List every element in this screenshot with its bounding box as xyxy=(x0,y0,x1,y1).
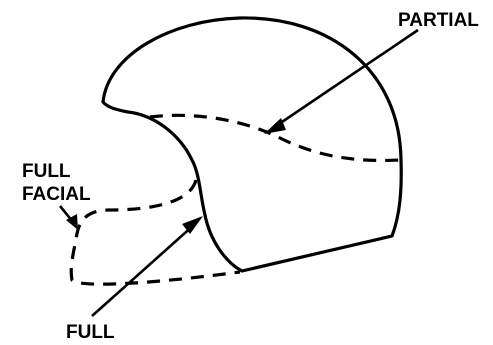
label-partial: PARTIAL xyxy=(398,10,479,31)
arrow-full xyxy=(92,224,195,316)
helmet-shell-outline xyxy=(103,18,401,271)
full-facial-coverage-line xyxy=(71,180,240,284)
label-full-facial-line1: FULL xyxy=(22,161,71,182)
arrow-partial xyxy=(276,30,418,126)
label-full-facial-line2: FACIAL xyxy=(22,184,91,205)
label-full: FULL xyxy=(66,322,115,343)
